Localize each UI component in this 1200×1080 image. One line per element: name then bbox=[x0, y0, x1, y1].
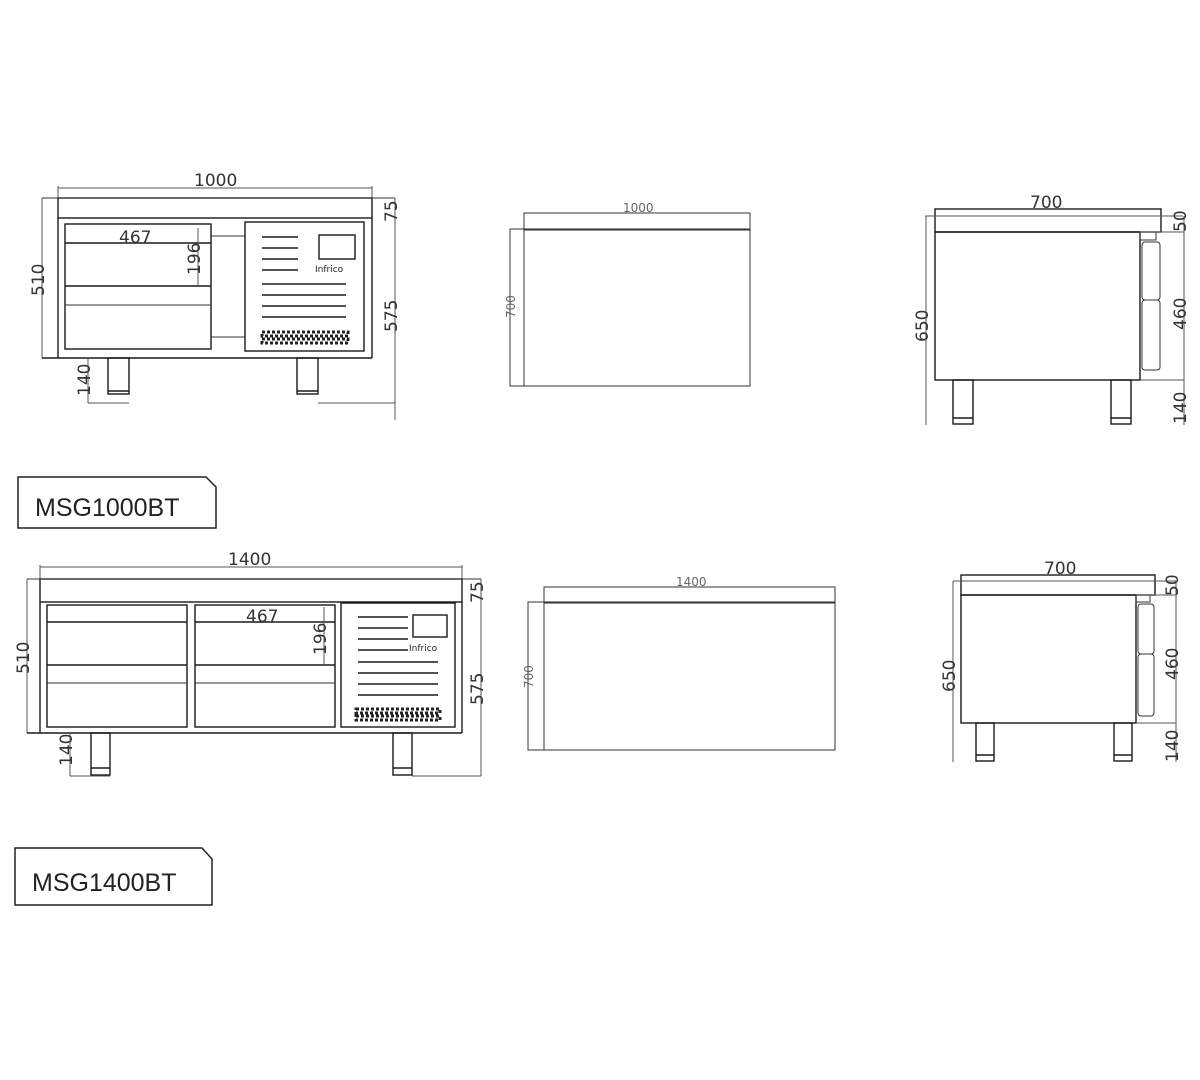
msg1000bt-side-view: 700 650 50 460 140 bbox=[913, 193, 1191, 425]
vent-grille-icon bbox=[358, 616, 438, 696]
side-drawer-height-label: 460 bbox=[1171, 298, 1191, 330]
top-view-depth-label: 700 bbox=[504, 295, 518, 318]
side-top-thickness-label: 50 bbox=[1163, 574, 1183, 596]
brand-logo: Infrico bbox=[409, 644, 438, 654]
side-depth-label: 700 bbox=[1044, 559, 1076, 579]
top-view-width-label: 1000 bbox=[623, 201, 654, 215]
side-depth-label: 700 bbox=[1030, 193, 1062, 213]
top-thickness-label: 75 bbox=[468, 581, 488, 603]
air-vent-holes-icon bbox=[354, 707, 442, 722]
msg1000bt-top-view: 1000 700 bbox=[504, 201, 751, 387]
model-name-label: MSG1000BT bbox=[35, 494, 180, 522]
vent-grille-icon bbox=[262, 236, 346, 318]
top-view-width-label: 1400 bbox=[676, 575, 707, 589]
leg-height-label: 140 bbox=[75, 364, 95, 396]
side-drawer-height-label: 460 bbox=[1163, 648, 1183, 680]
total-height-label: 510 bbox=[14, 642, 34, 674]
msg1000bt-front-view: 1000 75 575 510 467 196 bbox=[29, 171, 402, 420]
brand-logo: Infrico bbox=[315, 265, 344, 275]
body-height-label: 575 bbox=[382, 300, 402, 332]
msg1400bt-front-view: 1400 75 575 510 467 196 bbox=[14, 550, 488, 777]
top-thickness-label: 75 bbox=[382, 200, 402, 222]
drawer-height-label: 196 bbox=[311, 623, 331, 655]
drawer-width-label: 467 bbox=[246, 607, 278, 627]
front-width-label: 1400 bbox=[228, 550, 271, 570]
msg1400bt-side-view: 700 650 50 460 140 bbox=[940, 559, 1183, 762]
side-total-height-label: 650 bbox=[940, 660, 960, 692]
model-tag-msg1400bt: MSG1400BT bbox=[14, 847, 213, 906]
top-view-depth-label: 700 bbox=[522, 665, 536, 688]
msg1400bt-top-view: 1400 700 bbox=[522, 575, 836, 751]
model-name-label: MSG1400BT bbox=[32, 869, 177, 897]
air-vent-holes-icon bbox=[260, 330, 350, 345]
controller-display-icon bbox=[318, 234, 356, 260]
front-width-label: 1000 bbox=[194, 171, 237, 191]
total-height-label: 510 bbox=[29, 264, 49, 296]
side-top-thickness-label: 50 bbox=[1171, 210, 1191, 232]
side-leg-height-label: 140 bbox=[1163, 730, 1183, 762]
body-height-label: 575 bbox=[468, 673, 488, 705]
leg-height-label: 140 bbox=[57, 734, 77, 766]
drawer-height-label: 196 bbox=[185, 243, 205, 275]
controller-display-icon bbox=[412, 614, 448, 638]
model-tag-msg1000bt: MSG1000BT bbox=[17, 476, 217, 529]
side-total-height-label: 650 bbox=[913, 310, 933, 342]
side-leg-height-label: 140 bbox=[1171, 392, 1191, 424]
drawer-width-label: 467 bbox=[119, 228, 151, 248]
